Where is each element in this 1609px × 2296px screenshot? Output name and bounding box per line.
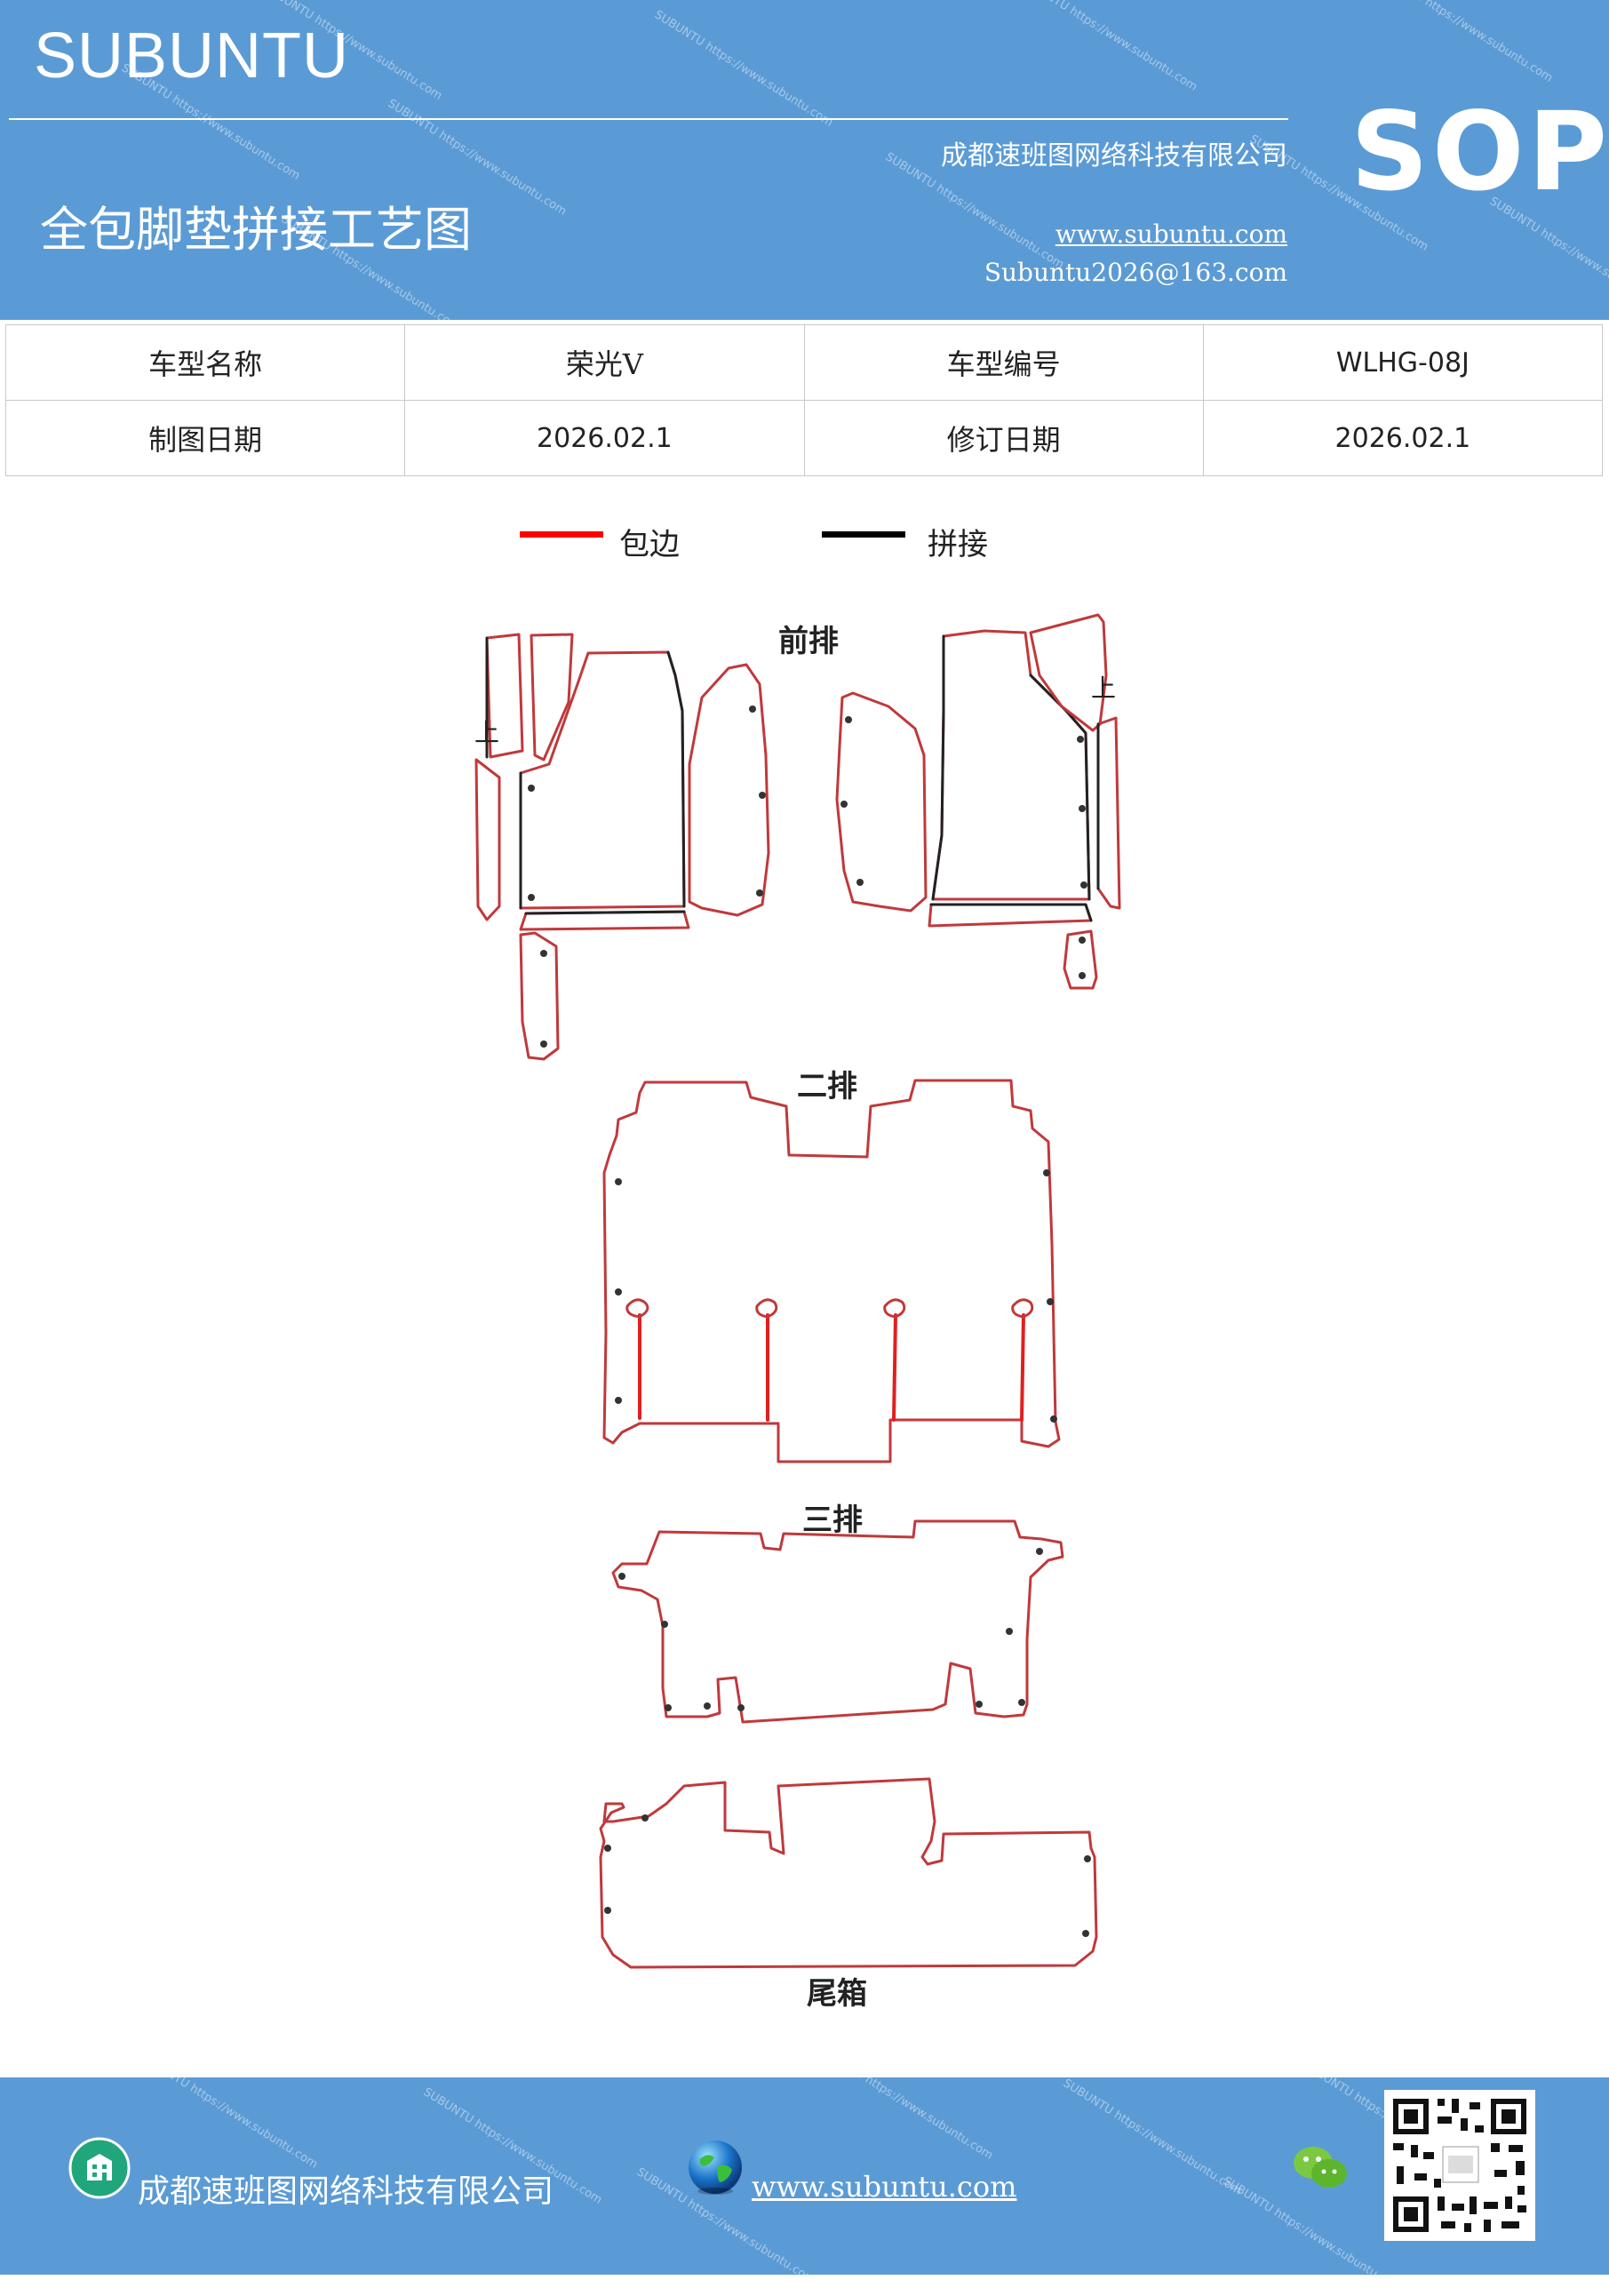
front-right-pillar-strip	[1029, 613, 1108, 732]
wechat-icon[interactable]	[1290, 2141, 1352, 2195]
draw-date-label: 制图日期	[4, 400, 406, 476]
front-right-main-mat	[931, 629, 1091, 901]
front-right-left-piece	[835, 691, 928, 913]
front-right-pedal-piece	[1063, 929, 1098, 990]
second-row-strap-loop	[755, 1298, 778, 1319]
up-mark-right: 上	[1091, 674, 1116, 703]
email-address: Subuntu2026@163.com	[984, 258, 1287, 287]
brand-name: SUBUNTU	[34, 20, 350, 92]
footer-company-name: 成都速班图网络科技有限公司	[138, 2173, 554, 2210]
revision-date-label: 修订日期	[803, 400, 1204, 476]
document-title: 全包脚垫拼接工艺图	[40, 202, 472, 258]
front-left-lower-side	[474, 758, 501, 921]
revision-date-value: 2026.02.1	[1202, 400, 1604, 476]
website-link[interactable]: www.subuntu.com	[1055, 219, 1287, 249]
footer-website-link[interactable]: www.subuntu.com	[752, 2170, 1017, 2204]
trunk-mat	[599, 1777, 1098, 1969]
second-row-strap-loop	[1011, 1298, 1034, 1319]
front-left-pedal-strip	[519, 931, 560, 1061]
header-divider	[9, 118, 1288, 120]
table-row: 车型名称 荣光Ⅴ 车型编号 WLHG-08J	[4, 324, 1604, 401]
up-mark-left: 上	[474, 718, 499, 747]
section-label-front: 前排	[778, 624, 839, 659]
front-right-bottom-strip	[928, 903, 1093, 928]
third-row-mat	[611, 1519, 1064, 1724]
second-row-strap	[892, 1313, 897, 1422]
globe-icon	[689, 2141, 742, 2195]
building-icon	[68, 2137, 131, 2199]
front-left-bottom-seam	[524, 910, 686, 915]
front-left-pillar-strip	[530, 633, 574, 761]
model-code-label: 车型编号	[803, 324, 1204, 401]
second-row-strap-loop	[883, 1298, 906, 1319]
front-left-main-mat	[519, 650, 686, 910]
second-row-strap	[1020, 1313, 1025, 1422]
table-row: 制图日期 2026.02.1 修订日期 2026.02.1	[4, 400, 1604, 476]
front-left-side-strip	[485, 633, 524, 759]
legend-edge-line	[520, 531, 603, 538]
front-right-side-strip	[1096, 716, 1121, 910]
legend-seam-label: 拼接	[928, 527, 988, 562]
front-right-main-seam	[931, 634, 1091, 901]
front-right-bottom-seam	[929, 903, 1093, 922]
vehicle-info-table: 车型名称 荣光Ⅴ 车型编号 WLHG-08J 制图日期 2026.02.1 修订…	[4, 324, 1604, 476]
second-row-mat	[602, 1079, 1061, 1463]
header-banner: SUBUNTU https://www.subuntu.com SUBUNTU …	[0, 0, 1609, 334]
model-name-label: 车型名称	[4, 324, 406, 401]
model-code-value: WLHG-08J	[1202, 324, 1604, 401]
sop-badge: SOP	[1350, 89, 1609, 215]
company-name: 成都速班图网络科技有限公司	[941, 140, 1287, 171]
section-label-third: 三排	[802, 1503, 863, 1538]
section-label-second: 二排	[797, 1069, 857, 1104]
second-row-strap-loop	[625, 1298, 649, 1319]
front-left-right-piece	[688, 663, 770, 917]
section-label-trunk: 尾箱	[807, 1976, 867, 2012]
front-left-main-seam	[519, 650, 686, 910]
model-name-value: 荣光Ⅴ	[404, 324, 805, 401]
draw-date-value: 2026.02.1	[404, 400, 805, 476]
watermark: SUBUNTU https://www.subuntu.com	[1060, 2077, 1245, 2198]
legend-edge-label: 包边	[619, 527, 680, 562]
legend-seam-line	[822, 531, 905, 538]
qr-code	[1384, 2090, 1535, 2241]
